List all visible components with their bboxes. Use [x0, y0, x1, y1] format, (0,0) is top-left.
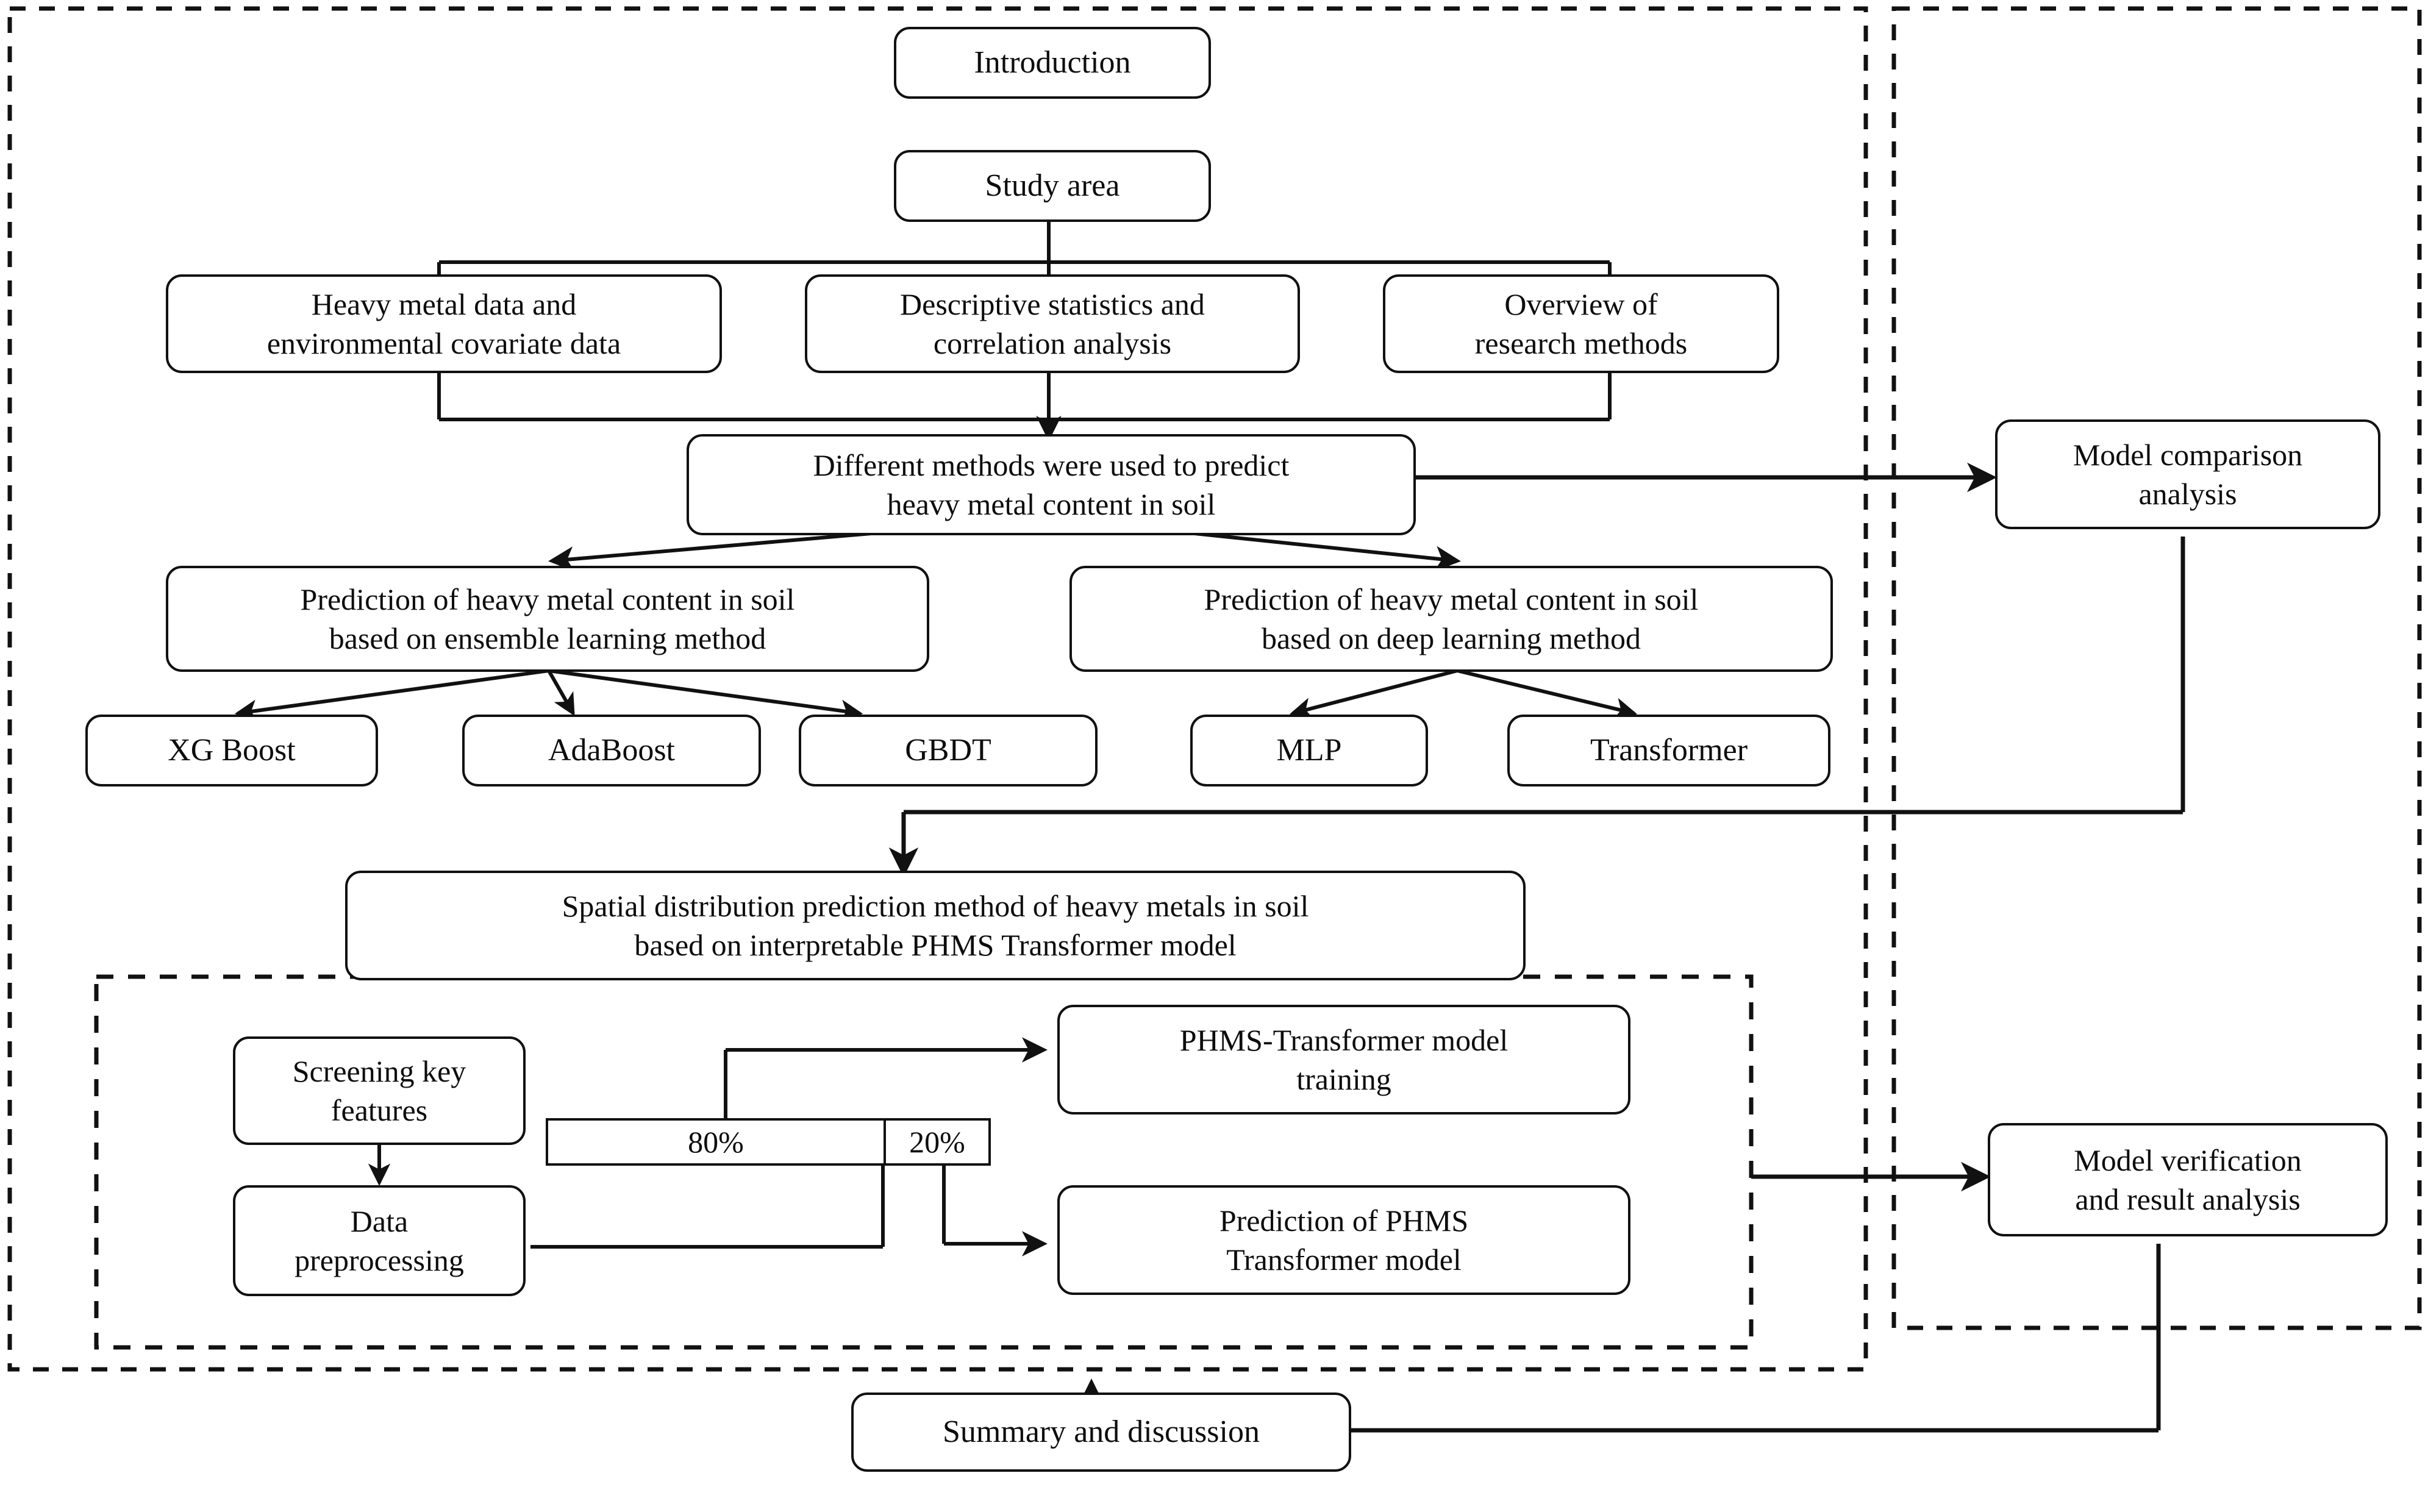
node-mlp[interactable]: MLP — [1190, 715, 1428, 786]
node-ensemble-learning[interactable]: Prediction of heavy metal content in soi… — [166, 566, 929, 672]
node-phms-training-label: PHMS-Transformer model training — [1179, 1023, 1509, 1096]
node-different-methods[interactable]: Different methods were used to predict h… — [687, 434, 1416, 535]
node-heavy-metal-data-label: Heavy metal data and environmental covar… — [266, 287, 621, 360]
node-gbdt[interactable]: GBDT — [799, 715, 1098, 786]
node-data-preprocessing[interactable]: Data preprocessing — [233, 1185, 526, 1296]
node-adaboost-label: AdaBoost — [548, 732, 675, 768]
test-split-label: 20% — [909, 1125, 965, 1159]
node-study-area[interactable]: Study area — [894, 150, 1211, 222]
node-model-verification[interactable]: Model verification and result analysis — [1988, 1123, 2388, 1236]
node-data-preprocessing-label: Data preprocessing — [295, 1204, 464, 1277]
node-adaboost[interactable]: AdaBoost — [462, 715, 761, 786]
node-introduction[interactable]: Introduction — [894, 27, 1211, 99]
node-model-comparison[interactable]: Model comparison analysis — [1995, 419, 2380, 529]
node-heavy-metal-data[interactable]: Heavy metal data and environmental covar… — [166, 274, 722, 373]
train-test-split-bar: 80% 20% — [546, 1118, 991, 1166]
node-deep-learning-label: Prediction of heavy metal content in soi… — [1204, 582, 1699, 655]
node-screening-key-features-label: Screening key features — [292, 1054, 466, 1127]
node-model-comparison-label: Model comparison analysis — [2073, 438, 2303, 511]
node-descriptive-statistics[interactable]: Descriptive statistics and correlation a… — [805, 274, 1300, 373]
node-xgboost-label: XG Boost — [168, 732, 296, 768]
node-spatial-distribution[interactable]: Spatial distribution prediction method o… — [345, 871, 1526, 980]
node-phms-prediction-label: Prediction of PHMS Transformer model — [1219, 1204, 1469, 1277]
node-descriptive-statistics-label: Descriptive statistics and correlation a… — [900, 287, 1205, 360]
node-deep-learning[interactable]: Prediction of heavy metal content in soi… — [1069, 566, 1833, 672]
node-xgboost[interactable]: XG Boost — [85, 715, 378, 786]
node-summary-discussion-label: Summary and discussion — [943, 1414, 1260, 1449]
node-study-area-label: Study area — [985, 168, 1120, 203]
node-ensemble-learning-label: Prediction of heavy metal content in soi… — [300, 582, 795, 655]
node-overview-research-methods-label: Overview of research methods — [1474, 287, 1688, 360]
node-screening-key-features[interactable]: Screening key features — [233, 1036, 526, 1145]
node-overview-research-methods[interactable]: Overview of research methods — [1383, 274, 1779, 373]
node-gbdt-label: GBDT — [905, 732, 991, 768]
train-split-cell: 80% — [548, 1121, 886, 1163]
node-spatial-distribution-label: Spatial distribution prediction method o… — [562, 889, 1309, 962]
test-split-cell: 20% — [886, 1121, 988, 1163]
node-phms-training[interactable]: PHMS-Transformer model training — [1057, 1005, 1630, 1114]
node-introduction-label: Introduction — [974, 45, 1131, 80]
node-phms-prediction[interactable]: Prediction of PHMS Transformer model — [1057, 1185, 1630, 1295]
node-model-verification-label: Model verification and result analysis — [2074, 1143, 2302, 1216]
train-split-label: 80% — [688, 1125, 744, 1159]
node-transformer[interactable]: Transformer — [1507, 715, 1830, 786]
node-mlp-label: MLP — [1276, 732, 1342, 768]
node-different-methods-label: Different methods were used to predict h… — [813, 448, 1290, 521]
node-summary-discussion[interactable]: Summary and discussion — [851, 1393, 1351, 1472]
node-transformer-label: Transformer — [1590, 732, 1748, 768]
